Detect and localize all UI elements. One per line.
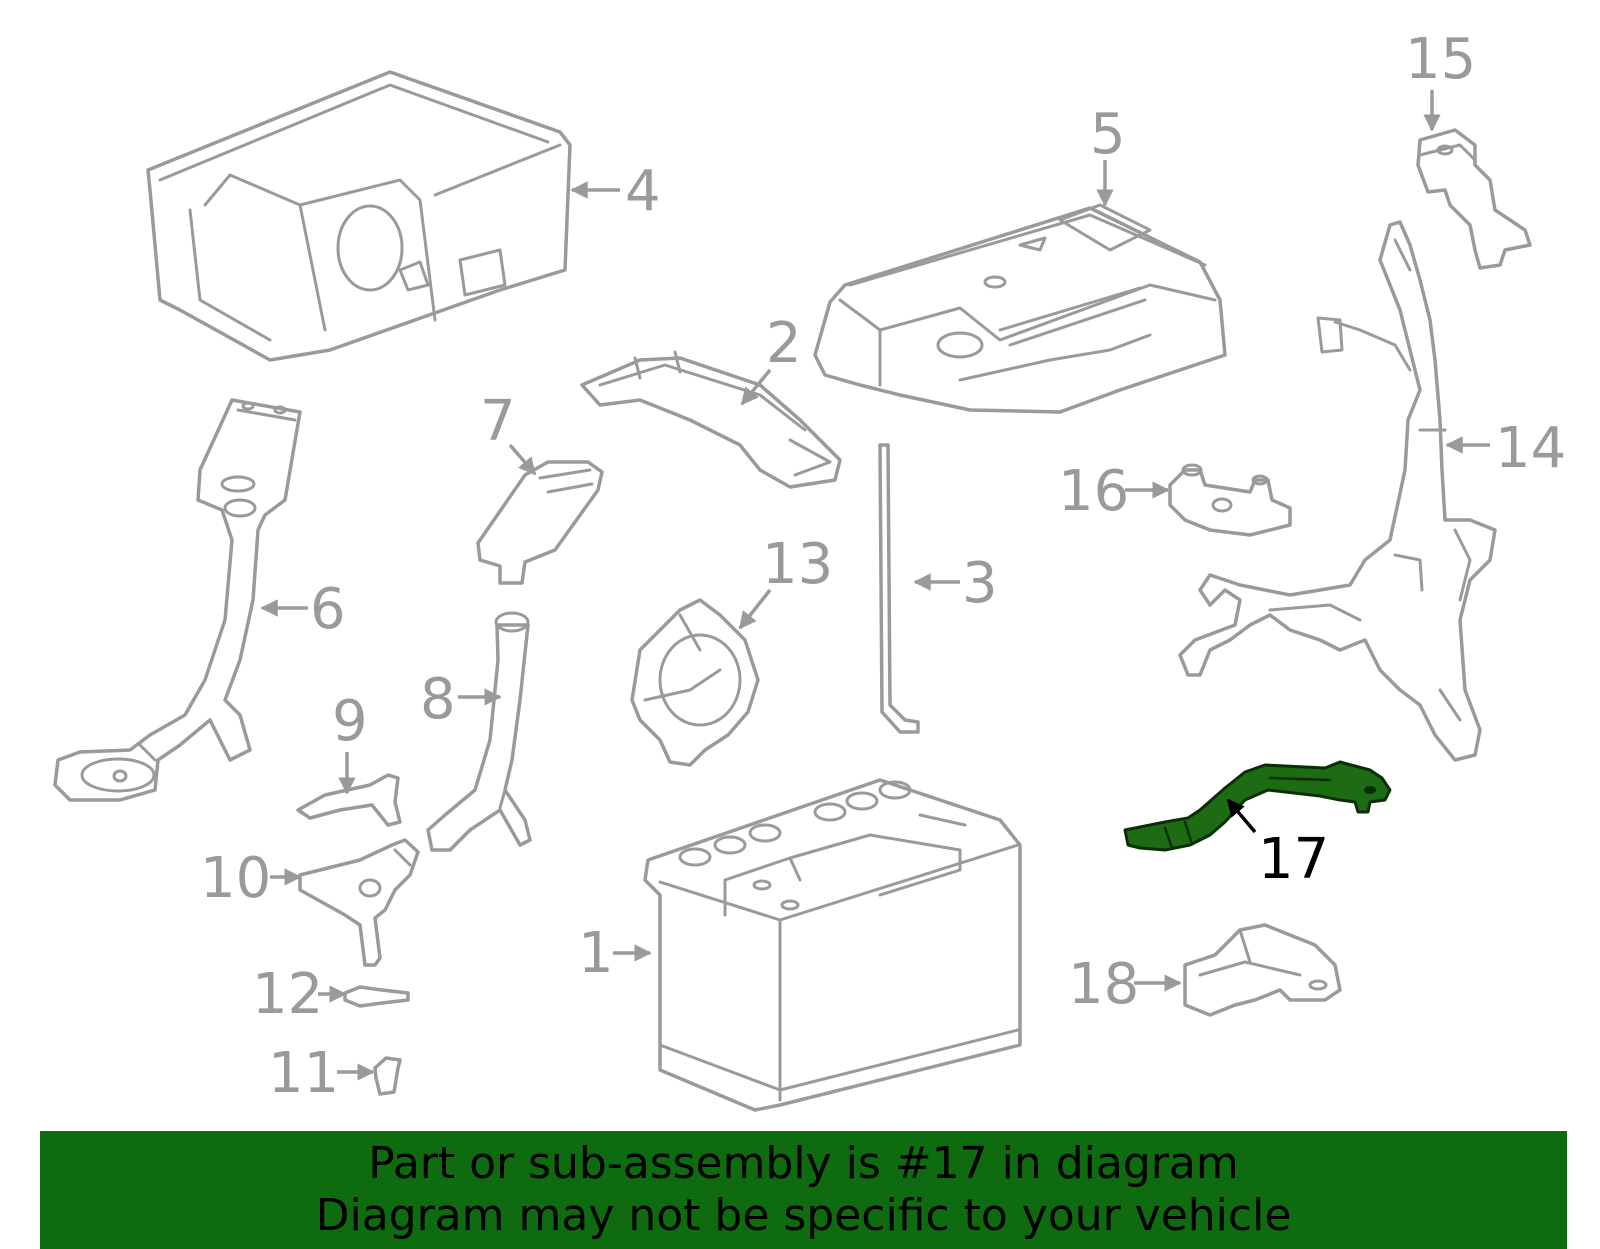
label-4: 4	[625, 159, 661, 224]
footer-line-1: Part or sub-assembly is #17 in diagram	[368, 1138, 1239, 1189]
label-11: 11	[268, 1041, 339, 1106]
footer-banner: Part or sub-assembly is #17 in diagram D…	[40, 1131, 1567, 1249]
label-17-highlighted: 17	[1258, 827, 1329, 892]
part-11-rivet[interactable]	[373, 1056, 402, 1096]
label-1: 1	[578, 921, 614, 986]
label-15: 15	[1405, 27, 1476, 92]
label-18: 18	[1068, 952, 1139, 1017]
callout-labels: 4 5 15 2 7 14 16 6 3 13 8 9 10 1 18 12 1…	[200, 27, 1566, 1106]
leader-arrows	[260, 90, 1490, 1081]
label-7: 7	[480, 389, 516, 454]
label-10: 10	[200, 846, 271, 911]
part-6-vent-hose[interactable]	[53, 398, 302, 802]
footer-line-2: Diagram may not be specific to your vehi…	[315, 1190, 1292, 1241]
part-1-battery[interactable]	[643, 778, 1022, 1112]
label-8: 8	[420, 667, 456, 732]
part-14-cable-harness[interactable]	[1178, 220, 1497, 762]
part-9-clip[interactable]	[296, 773, 402, 827]
label-12: 12	[252, 962, 323, 1027]
part-13-sensor[interactable]	[630, 598, 760, 767]
label-6: 6	[310, 577, 346, 642]
part-10-harness-clip[interactable]	[298, 838, 420, 967]
part-4-battery-tray[interactable]	[146, 70, 572, 362]
part-18-terminal-connector[interactable]	[1183, 923, 1342, 1017]
part-16-relay-block[interactable]	[1168, 463, 1292, 537]
part-17-battery-cable-highlighted[interactable]	[1123, 760, 1392, 852]
label-5: 5	[1090, 102, 1126, 167]
part-5-battery-cover[interactable]	[813, 203, 1227, 414]
part-12-push-clip[interactable]	[343, 985, 410, 1008]
part-8-vent-tube[interactable]	[426, 611, 532, 852]
label-3: 3	[962, 551, 998, 616]
label-16: 16	[1058, 459, 1129, 524]
label-14: 14	[1495, 416, 1566, 481]
part-15-terminal-bracket[interactable]	[1416, 128, 1532, 270]
label-2: 2	[766, 311, 802, 376]
part-7-vent-cap[interactable]	[476, 460, 604, 585]
label-9: 9	[332, 689, 368, 754]
part-3-hold-down-rod[interactable]	[878, 443, 920, 734]
part-2-hold-down-bracket[interactable]	[580, 350, 842, 489]
label-13: 13	[762, 532, 833, 597]
